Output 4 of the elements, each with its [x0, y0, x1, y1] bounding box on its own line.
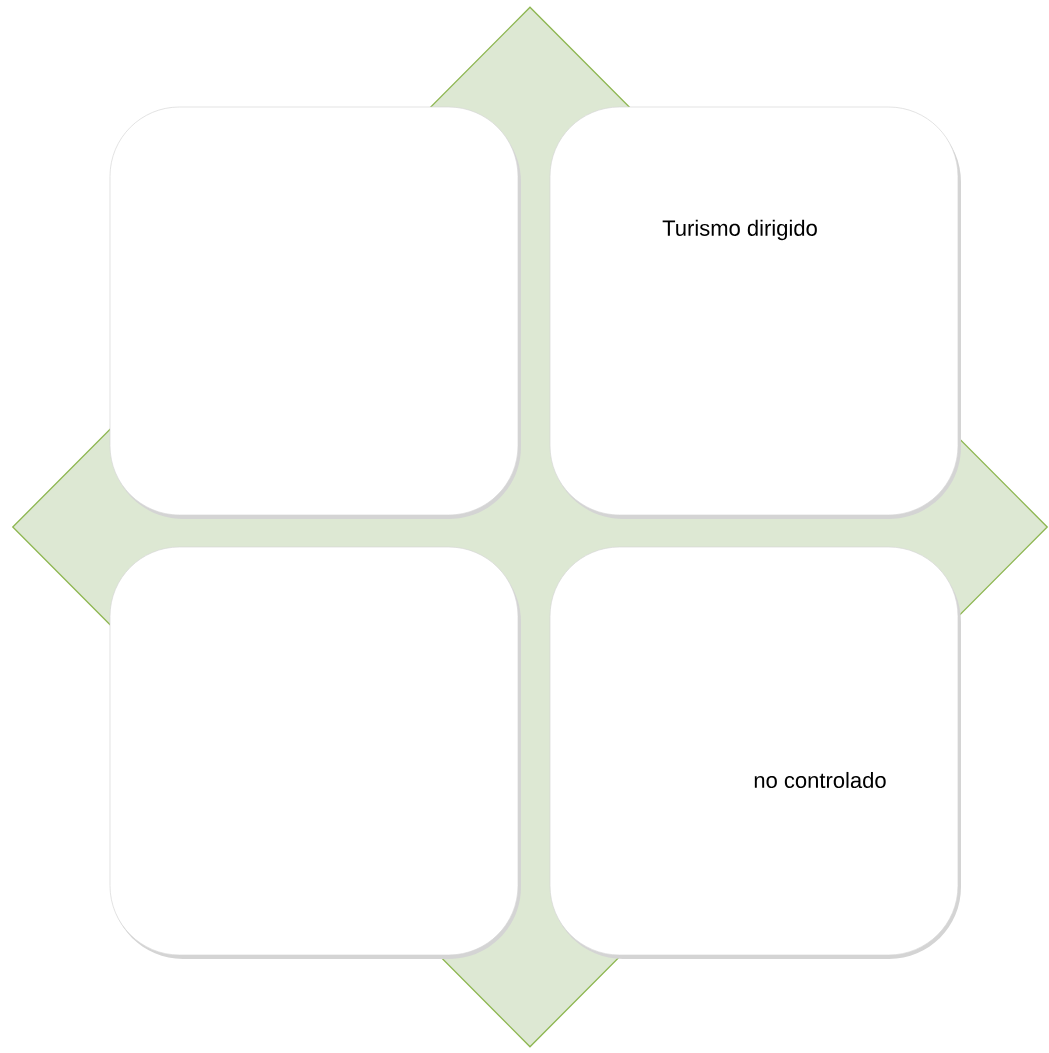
rounded-box	[109, 106, 521, 519]
rounded-box	[109, 546, 521, 959]
rounded-box: Turismo dirigido	[549, 106, 961, 519]
rounded-box: no controlado	[549, 546, 961, 959]
